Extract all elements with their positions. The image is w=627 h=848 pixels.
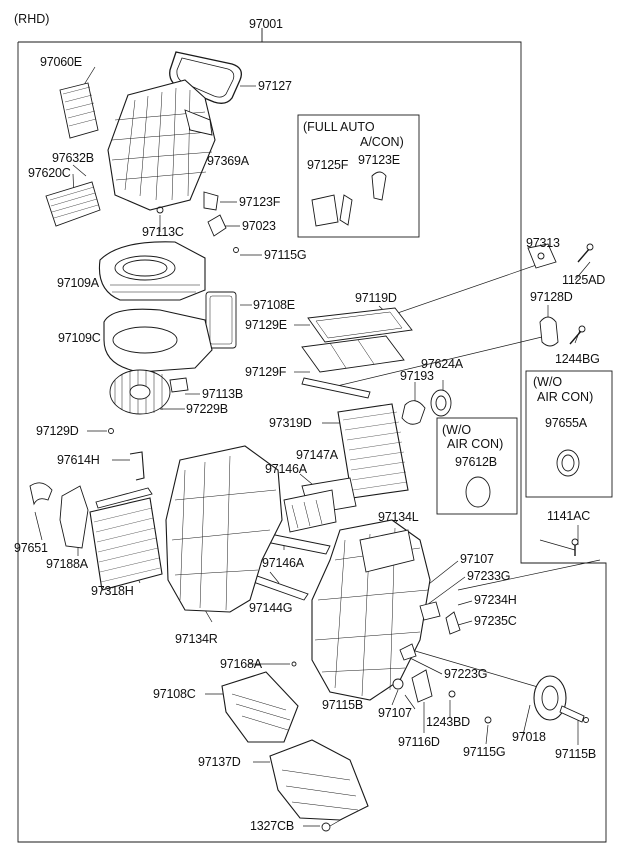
full-auto-note-line1: (FULL AUTO — [303, 120, 375, 134]
part-label-97129e: 97129E — [245, 318, 287, 332]
wo-aircon-center-note-line1: (W/O — [442, 423, 472, 437]
part-label-97127: 97127 — [258, 79, 292, 93]
part-label-97134r: 97134R — [175, 632, 218, 646]
part-label-97125f: 97125F — [307, 158, 349, 172]
part-label-97144g: 97144G — [249, 601, 293, 615]
full-auto-box — [297, 114, 420, 238]
part-label-97168a: 97168A — [220, 657, 262, 671]
part-label-97134l: 97134L — [378, 510, 419, 524]
part-label-97632b: 97632B — [52, 151, 94, 165]
part-label-97115b-b: 97115B — [555, 747, 596, 761]
part-label-1243bd: 1243BD — [426, 715, 470, 729]
part-label-97193: 97193 — [400, 369, 434, 383]
part-label-97060e: 97060E — [40, 55, 82, 69]
part-label-97115b-a: 97115B — [322, 698, 363, 712]
part-label-97313: 97313 — [526, 236, 560, 250]
part-label-97108c: 97108C — [153, 687, 196, 701]
part-label-97115g-b: 97115G — [463, 745, 506, 759]
part-label-97319d: 97319D — [269, 416, 312, 430]
part-label-97113c: 97113C — [142, 225, 184, 239]
part-label-97128d: 97128D — [530, 290, 573, 304]
part-label-1141ac: 1141AC — [547, 509, 591, 523]
wo-aircon-right-note-line1: (W/O — [533, 375, 563, 389]
wo-aircon-center-box — [436, 417, 518, 515]
wo-aircon-right-box — [525, 370, 613, 498]
part-label-97234h: 97234H — [474, 593, 517, 607]
part-label-97655a: 97655A — [545, 416, 587, 430]
part-label-97109c: 97109C — [58, 331, 101, 345]
part-label-97129f: 97129F — [245, 365, 287, 379]
full-auto-note-line2: A/CON) — [360, 135, 404, 149]
part-label-97235c: 97235C — [474, 614, 517, 628]
assembly-number: 97001 — [249, 17, 283, 31]
part-label-97612b: 97612B — [455, 455, 497, 469]
part-label-97223g: 97223G — [444, 667, 488, 681]
part-label-97115g-a: 97115G — [264, 248, 307, 262]
part-label-97107-b: 97107 — [378, 706, 412, 720]
part-label-97116d: 97116D — [398, 735, 440, 749]
part-label-1125ad: 1125AD — [562, 273, 606, 287]
part-label-97188a: 97188A — [46, 557, 88, 571]
part-label-97146a-b: 97146A — [262, 556, 304, 570]
part-label-97233g: 97233G — [467, 569, 511, 583]
part-label-97113b: 97113B — [202, 387, 243, 401]
part-label-97123f: 97123F — [239, 195, 281, 209]
part-label-97119d: 97119D — [355, 291, 397, 305]
part-label-97137d: 97137D — [198, 755, 241, 769]
part-label-97147a: 97147A — [296, 448, 338, 462]
wo-aircon-right-note-line2: AIR CON) — [537, 390, 594, 404]
part-label-97369a: 97369A — [207, 154, 249, 168]
part-label-1327cb: 1327CB — [250, 819, 294, 833]
part-label-1244bg: 1244BG — [555, 352, 600, 366]
part-label-97129d: 97129D — [36, 424, 79, 438]
part-label-97109a: 97109A — [57, 276, 99, 290]
part-label-97146a-a: 97146A — [265, 462, 307, 476]
part-label-97023: 97023 — [242, 219, 276, 233]
part-label-97123e: 97123E — [358, 153, 400, 167]
part-label-97108e: 97108E — [253, 298, 295, 312]
wo-aircon-center-note-line2: AIR CON) — [447, 437, 504, 451]
assembly-frame — [17, 41, 607, 843]
rhd-note: (RHD) — [14, 12, 50, 26]
part-label-97318h: 97318H — [91, 584, 134, 598]
part-label-97229b: 97229B — [186, 402, 228, 416]
part-label-97624a: 97624A — [421, 357, 463, 371]
part-label-97107-a: 97107 — [460, 552, 494, 566]
part-label-97620c: 97620C — [28, 166, 71, 180]
part-label-97614h: 97614H — [57, 453, 100, 467]
part-label-97018: 97018 — [512, 730, 546, 744]
part-label-97651: 97651 — [14, 541, 48, 555]
